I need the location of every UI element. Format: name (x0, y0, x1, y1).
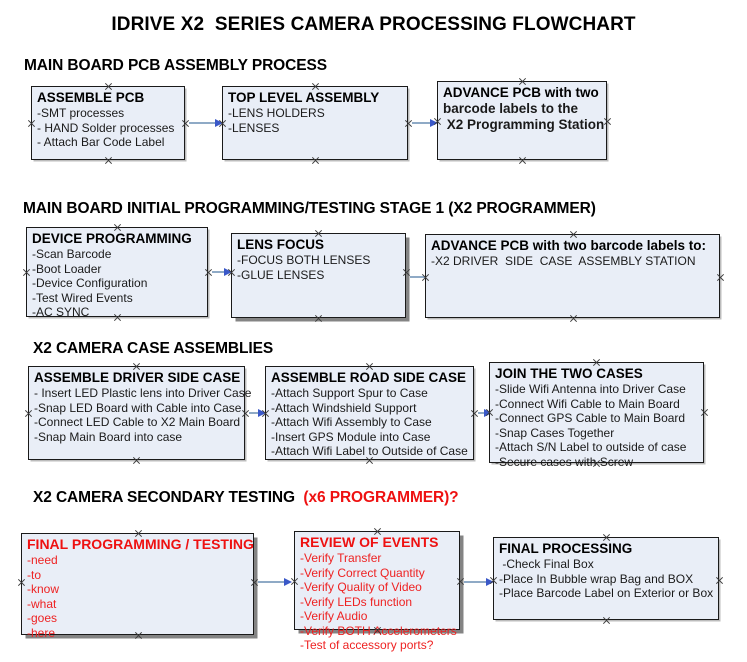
box-assemble-pcb[interactable]: ASSEMBLE PCB -SMT processes - HAND Solde… (31, 86, 185, 160)
section-header-text: X2 CAMERA SECONDARY TESTING (33, 489, 304, 506)
box-advance-pcb-to-programming-station[interactable]: ADVANCE PCB with two barcode labels to t… (437, 81, 607, 160)
box-title: REVIEW OF EVENTS (300, 534, 439, 550)
box-line: -AC SYNC (32, 305, 90, 319)
box-assemble-driver-side-case[interactable]: ASSEMBLE DRIVER SIDE CASE - Insert LED P… (28, 366, 252, 460)
section-header-x2-camera-case-assemblies: X2 CAMERA CASE ASSEMBLIES (33, 340, 274, 357)
box-line: -Verify LEDs function (300, 594, 413, 609)
box-lens-focus[interactable]: LENS FOCUS -FOCUS BOTH LENSES -GLUE LENS… (231, 233, 406, 318)
box-title: FINAL PROGRAMMING / TESTING (27, 536, 254, 552)
box-line: -Scan Barcode (32, 247, 112, 261)
box-device-programming[interactable]: DEVICE PROGRAMMING -Scan Barcode -Boot L… (26, 227, 208, 319)
box-line: -Insert GPS Module into Case (271, 429, 431, 444)
arrow-final-programming-to-review-of-events (258, 577, 292, 586)
box-title: LENS FOCUS (237, 237, 325, 252)
box-line: -Attach Wifi Label to Outside of Case (271, 444, 468, 458)
box-title: FINAL PROCESSING (499, 541, 633, 556)
section-header-main-board-pcb-assembly: MAIN BOARD PCB ASSEMBLY PROCESS (24, 57, 327, 74)
box-line: -need (27, 553, 58, 567)
arrow-device-programming-to-lens-focus (212, 267, 232, 276)
arrow-driver-case-to-road-case (249, 408, 266, 417)
box-line: -know (27, 582, 60, 596)
arrow-top-level-to-advance-pcb (412, 118, 438, 127)
box-final-processing[interactable]: FINAL PROCESSING -Check Final Box -Place… (493, 537, 719, 620)
arrow-assemble-pcb-to-top-level (189, 118, 223, 127)
box-line: -Snap LED Board with Cable into Case (34, 400, 242, 415)
box-review-of-events[interactable]: REVIEW OF EVENTS -Verify Transfer -Verif… (294, 531, 460, 652)
box-line: -GLUE LENSES (237, 267, 325, 282)
box-assemble-road-side-case[interactable]: ASSEMBLE ROAD SIDE CASE -Attach Support … (265, 366, 474, 460)
section-header-main-board-initial-programming: MAIN BOARD INITIAL PROGRAMMING/TESTING S… (23, 200, 596, 217)
box-line: -Verify Transfer (300, 551, 382, 565)
box-line: -Connect LED Cable to X2 Main Board (34, 415, 241, 429)
box-title: ASSEMBLE DRIVER SIDE CASE (34, 370, 241, 385)
box-line: -Connect GPS Cable to Main Board (495, 411, 686, 425)
box-line: -Attach Support Spur to Case (271, 386, 428, 400)
box-line: - HAND Solder processes (37, 120, 175, 135)
box-line: -Verify Quality of Video (300, 580, 422, 594)
box-title: ASSEMBLE ROAD SIDE CASE (271, 370, 467, 385)
box-line: - Attach Bar Code Label (37, 135, 165, 149)
box-line: -Place Barcode Label on Exterior or Box (499, 586, 714, 600)
box-line: -Connect Wifi Cable to Main Board (495, 396, 680, 411)
box-title: DEVICE PROGRAMMING (32, 231, 192, 246)
box-line: -here (27, 625, 56, 640)
section-header-red-suffix: (x6 PROGRAMMER)? (303, 489, 459, 506)
box-top-level-assembly[interactable]: TOP LEVEL ASSEMBLY -LENS HOLDERS -LENSES (222, 86, 408, 160)
box-line: -Snap Cases Together (495, 425, 615, 440)
box-final-programming-testing[interactable]: FINAL PROGRAMMING / TESTING -need -to -k… (21, 533, 254, 640)
box-line: -goes (27, 611, 58, 625)
box-line: -what (27, 596, 57, 611)
box-line: X2 Programming Station (443, 116, 605, 132)
box-line: -X2 DRIVER SIDE CASE ASSEMBLY STATION (431, 254, 696, 268)
box-title: ADVANCE PCB with two (443, 85, 599, 100)
box-line: -Verify Correct Quantity (300, 565, 425, 580)
box-line: -Secure cases with Screw (495, 454, 634, 469)
box-line: -Device Configuration (32, 276, 148, 290)
arrow-road-case-to-join-cases (478, 408, 492, 417)
box-line-overflow: -Test of accessory ports? (300, 638, 434, 652)
box-line: -Attach Windshield Support (271, 400, 417, 415)
box-line: - Insert LED Plastic lens into Driver Ca… (34, 386, 252, 400)
box-line: -Verify Audio (300, 609, 368, 623)
box-line: -Place In Bubble wrap Bag and BOX (499, 571, 694, 586)
arrow-review-of-events-to-final-processing (464, 577, 494, 586)
box-line: barcode labels to the (443, 101, 579, 116)
box-line: -Check Final Box (499, 557, 594, 571)
box-join-the-two-cases[interactable]: JOIN THE TWO CASES -Slide Wifi Antenna i… (489, 362, 704, 469)
box-advance-pcb-to-driver-side-case[interactable]: ADVANCE PCB with two barcode labels to: … (425, 234, 720, 318)
box-line: -Test Wired Events (32, 290, 133, 305)
box-line: -LENSES (228, 120, 280, 135)
box-title: ASSEMBLE PCB (37, 90, 145, 105)
section-header-x2-camera-secondary-testing: X2 CAMERA SECONDARY TESTING (x6 PROGRAMM… (33, 489, 459, 507)
box-line: -LENS HOLDERS (228, 106, 325, 120)
box-line: -to (27, 567, 42, 582)
box-line: -SMT processes (37, 106, 125, 120)
box-line: -Attach Wifi Assembly to Case (271, 415, 432, 429)
box-title: JOIN THE TWO CASES (495, 366, 643, 381)
box-title: TOP LEVEL ASSEMBLY (228, 90, 380, 105)
box-line: -Verify BOTH Accelerometers (300, 623, 457, 638)
box-title: ADVANCE PCB with two barcode labels to: (431, 238, 707, 253)
box-line: -Snap Main Board into case (34, 429, 183, 444)
box-line: -Attach S/N Label to outside of case (495, 440, 687, 454)
page-title: IDRIVE X2 SERIES CAMERA PROCESSING FLOWC… (111, 14, 636, 35)
box-line: -Boot Loader (32, 261, 102, 276)
box-line: -FOCUS BOTH LENSES (237, 253, 371, 267)
box-line: -Slide Wifi Antenna into Driver Case (495, 382, 686, 396)
